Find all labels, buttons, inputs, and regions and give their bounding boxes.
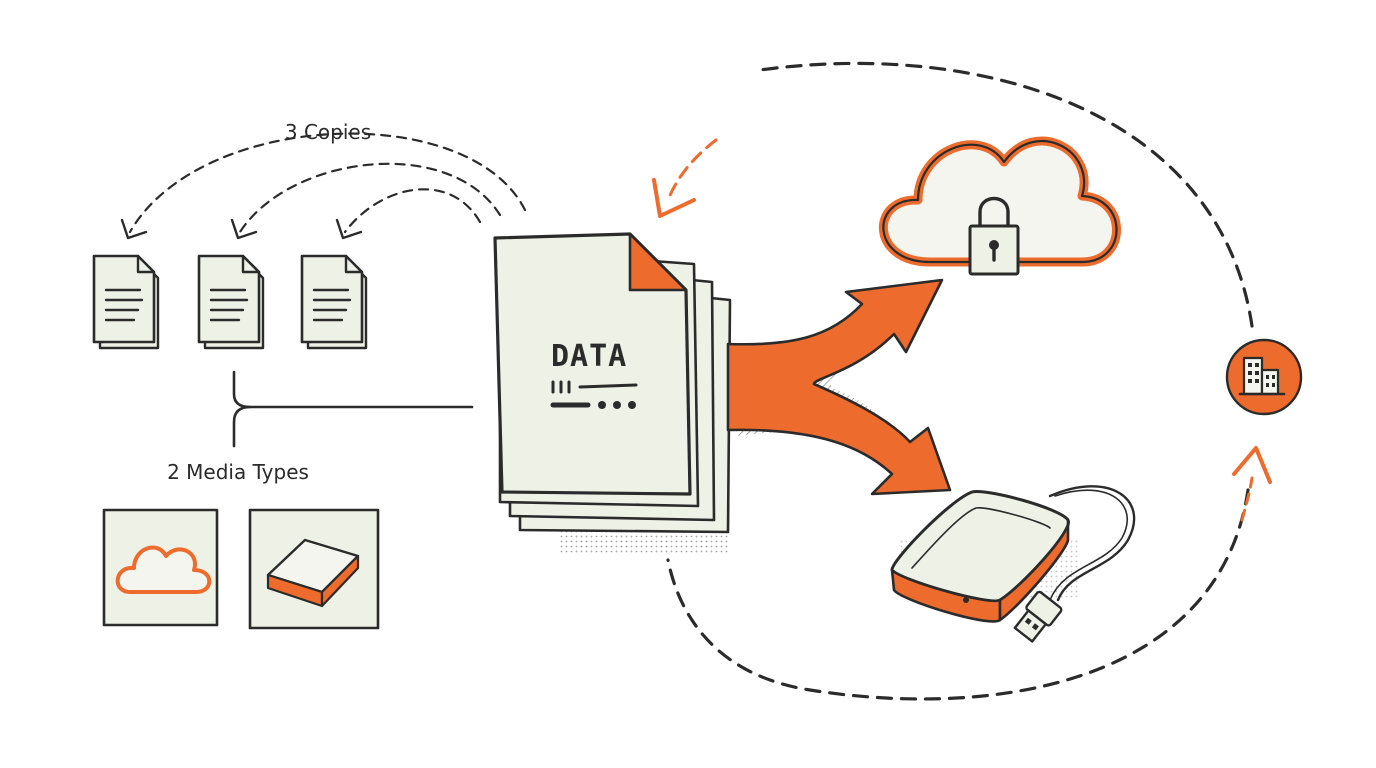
building-icon — [1225, 338, 1303, 416]
usb-plug-icon — [1013, 590, 1063, 643]
copy-arc-3 — [343, 188, 482, 234]
copy-arc-2 — [238, 162, 502, 234]
copies-label: 3 Copies — [285, 120, 371, 144]
media-type-cloud — [102, 508, 219, 627]
copy-arrowheads — [120, 218, 363, 240]
distribution-arrow — [726, 278, 952, 496]
external-drive-icon — [890, 485, 1136, 643]
media-types-label: 2 Media Types — [167, 460, 309, 484]
document-icon — [300, 254, 368, 350]
offsite-arrowhead — [1232, 446, 1272, 484]
offsite-arrow-tail — [1240, 476, 1254, 522]
data-content-marks — [550, 380, 638, 409]
document-icon — [92, 254, 160, 350]
external-drive-icon — [266, 538, 360, 608]
media-type-drive — [248, 508, 380, 630]
copy-arrows — [128, 132, 527, 234]
document-fold — [628, 232, 688, 292]
bracket-connector — [232, 370, 474, 448]
copy-documents — [92, 254, 368, 350]
offsite-loop — [666, 61, 1254, 701]
data-document-stack: DATA — [493, 232, 732, 554]
document-icon — [197, 254, 265, 350]
cloud-lock-icon — [879, 136, 1121, 276]
cloud-icon — [115, 545, 212, 594]
offsite-arc-bottom — [666, 488, 1250, 701]
offsite-arc-top — [758, 61, 1254, 328]
data-label: DATA — [551, 339, 627, 374]
return-arrowhead — [652, 178, 696, 218]
return-arrow-tail — [666, 138, 718, 202]
copy-arc-1 — [128, 132, 527, 234]
data-document — [493, 232, 692, 496]
